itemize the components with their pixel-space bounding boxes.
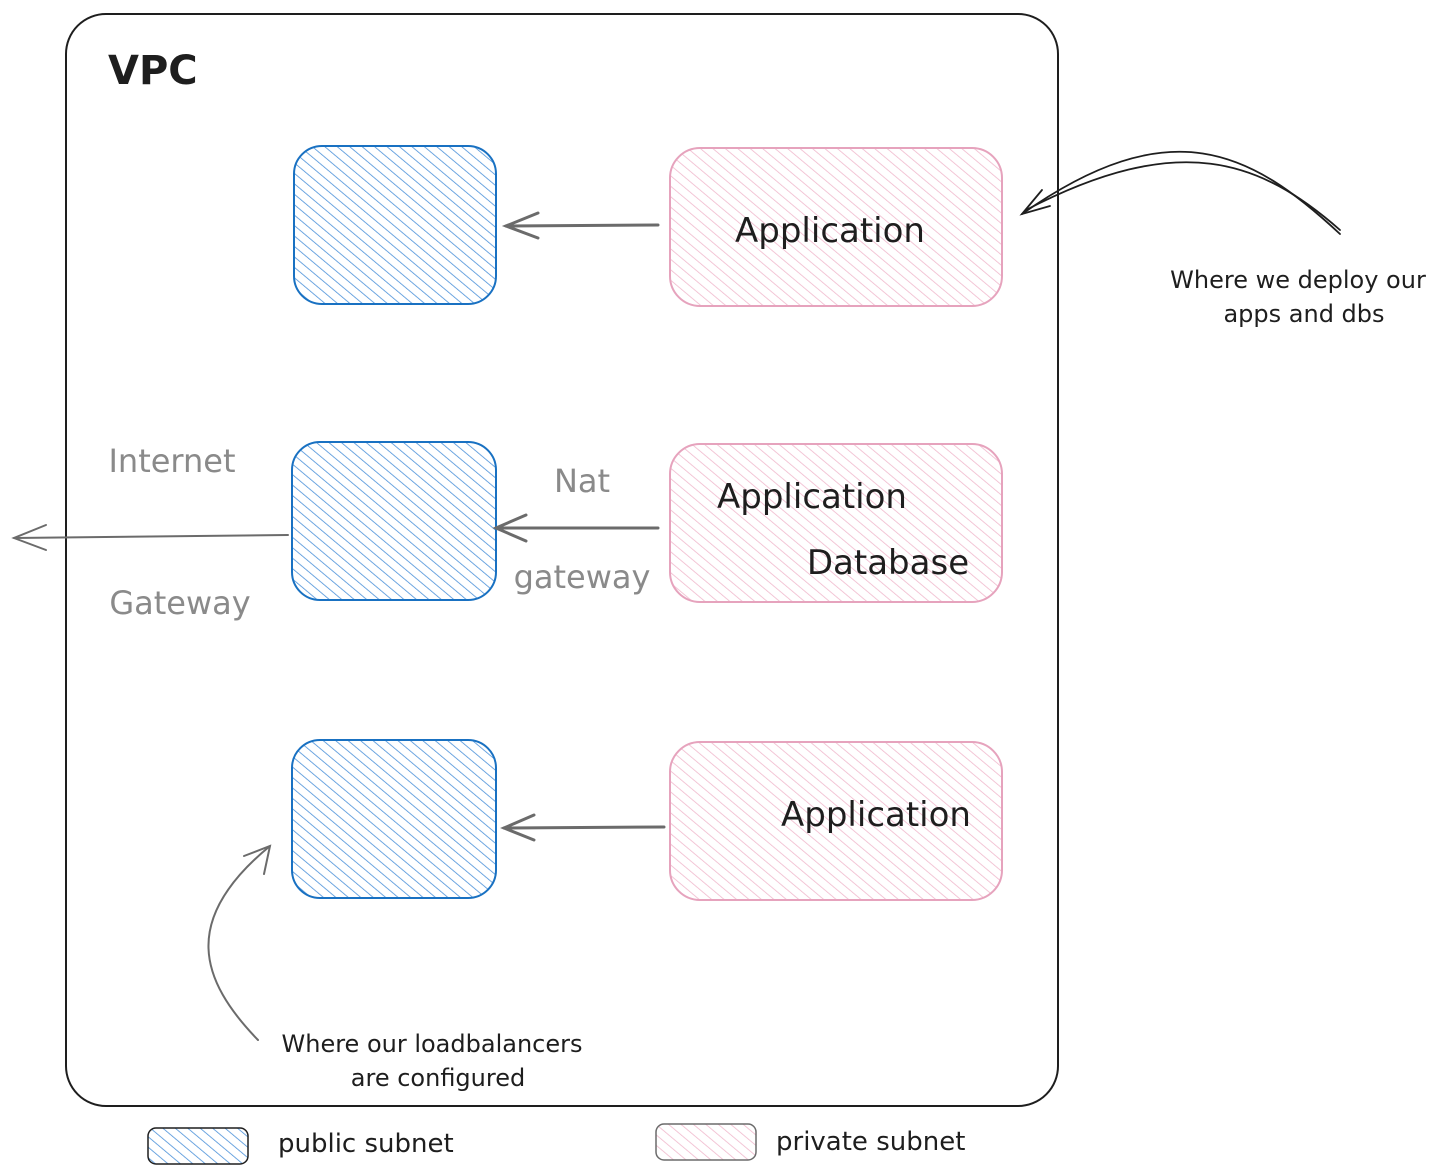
internet-gateway-label-2: Gateway <box>109 584 250 622</box>
arrow-to-internet <box>11 524 289 551</box>
private-subnet-2: Application Database <box>669 443 1003 603</box>
legend-public: public subnet <box>147 1127 454 1165</box>
legend-private-label: private subnet <box>776 1127 965 1157</box>
annotation-lb-line-1: Where our loadbalancers <box>282 1030 583 1058</box>
annotation-lb-line-2: are configured <box>351 1064 525 1092</box>
arrow-private1-to-public1 <box>501 211 660 240</box>
legend-private: private subnet <box>655 1123 965 1161</box>
public-subnet-1 <box>293 145 497 305</box>
private-subnet-1-label: Application <box>735 211 925 251</box>
annotation-arrow-private <box>1019 151 1341 235</box>
private-subnet-3: Application <box>669 741 1003 901</box>
arrow-private3-to-public3 <box>500 813 666 842</box>
legend-private-swatch <box>655 1123 757 1161</box>
vpc-container <box>65 13 1059 1107</box>
annotation-private-line-1: Where we deploy our <box>1170 266 1426 294</box>
public-subnet-2 <box>291 441 497 601</box>
private-subnet-3-label: Application <box>781 795 971 835</box>
arrow-private2-to-public2 <box>492 513 660 543</box>
annotation-private-line-2: apps and dbs <box>1223 300 1384 328</box>
nat-gateway-label-1: Nat <box>554 462 610 500</box>
public-subnet-3 <box>291 739 497 899</box>
private-subnet-1: Application <box>669 147 1003 307</box>
internet-gateway-label-1: Internet <box>108 442 235 480</box>
annotation-arrow-loadbalancer <box>207 844 272 1041</box>
vpc-label: VPC <box>108 48 198 94</box>
private-subnet-2-label-db: Database <box>807 543 969 583</box>
nat-gateway-label-2: gateway <box>514 558 651 596</box>
legend-public-label: public subnet <box>278 1129 454 1159</box>
private-subnet-2-label-app: Application <box>717 477 907 517</box>
legend-public-swatch <box>147 1127 249 1165</box>
